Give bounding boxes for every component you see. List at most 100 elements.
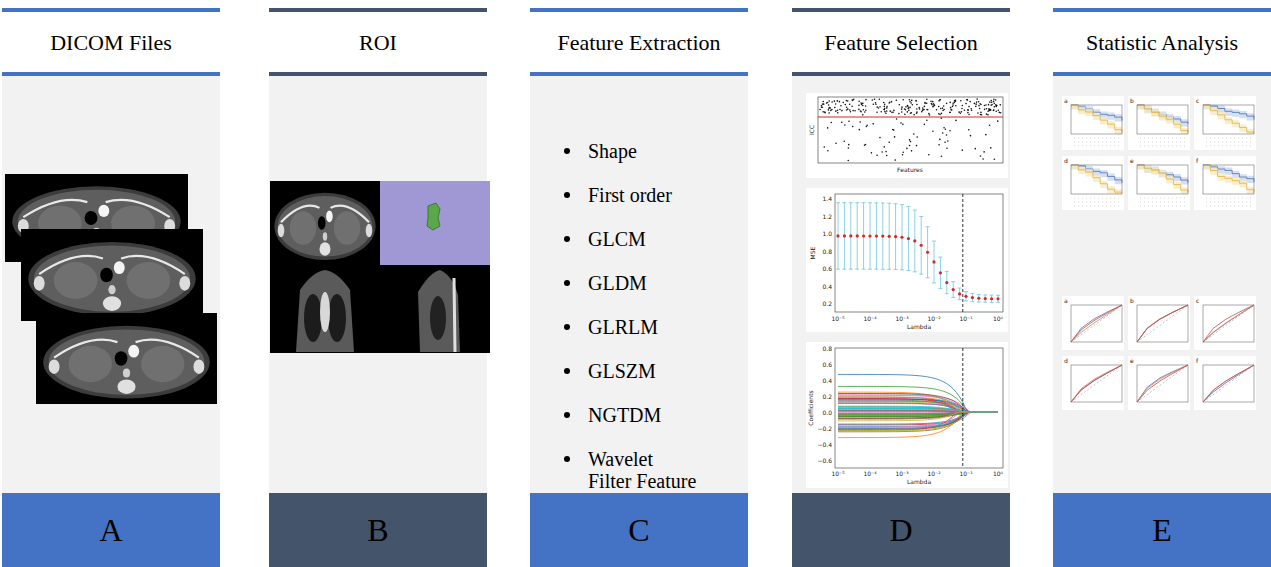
calibration-curve (1071, 365, 1122, 402)
scatter-point (924, 102, 926, 104)
survival-curve (1137, 165, 1188, 192)
shape (115, 351, 128, 366)
mse-point (875, 234, 878, 237)
shape (1194, 356, 1256, 410)
bone (121, 256, 185, 274)
scatter-point (834, 107, 836, 109)
scatter-point (926, 99, 928, 101)
scatter-point (913, 133, 915, 135)
shape (1128, 156, 1190, 210)
panel-body (792, 76, 1010, 493)
shape (380, 265, 490, 353)
scatter-point (908, 107, 910, 109)
feature-item: GLSZM (588, 360, 700, 382)
coefficient-path (838, 409, 998, 412)
scatter-point (861, 103, 863, 105)
scatter-point (995, 99, 997, 101)
shape (278, 224, 285, 237)
shape (270, 265, 380, 353)
ct-slice (270, 181, 380, 265)
panel-column: Statistic AnalysisE (1053, 0, 1271, 567)
mse-point (862, 234, 865, 237)
scatter-point (866, 126, 868, 128)
coefficient-path (838, 397, 998, 412)
scatter-point (862, 109, 864, 111)
axis-label: −0.2 (817, 425, 832, 432)
axis-label: 1.4 (822, 195, 832, 202)
shape (1194, 296, 1256, 350)
confidence-band (1203, 165, 1254, 194)
risk-row (1074, 198, 1120, 199)
scatter-point (876, 112, 878, 114)
scatter-point (907, 105, 909, 107)
axis-label: 0.2 (822, 393, 832, 400)
scatter-point (864, 144, 866, 146)
scatter-point (912, 104, 914, 106)
scatter-point (984, 105, 986, 107)
body (418, 270, 460, 352)
error-cap (932, 282, 936, 283)
scatter-point (960, 112, 962, 114)
subplot-letter: e (1130, 157, 1134, 164)
risk-row (1140, 146, 1186, 147)
risk-row (1074, 202, 1120, 203)
error-cap (842, 202, 846, 203)
scatter-point (926, 109, 928, 111)
shape (366, 224, 373, 237)
scatter-point (878, 107, 880, 109)
header-rule (1053, 72, 1271, 76)
bone (281, 206, 320, 223)
coefficient-path (838, 393, 998, 412)
calibration-plot (1062, 356, 1124, 410)
shape (85, 211, 98, 225)
coefficient-path (838, 412, 998, 416)
panel-frames (2, 8, 1271, 493)
scatter-point (851, 106, 853, 108)
sagittal-view (380, 265, 490, 353)
scatter-point (874, 98, 876, 100)
scatter-point (985, 134, 987, 136)
error-cap (945, 271, 949, 272)
calibration-curve (1137, 365, 1188, 402)
mse-point (990, 297, 993, 300)
scatter-point (934, 105, 936, 107)
scatter-point (854, 110, 856, 112)
scatter-point (822, 111, 824, 113)
scatter-point (907, 111, 909, 113)
scatter-point (995, 105, 997, 107)
scatter-point (879, 98, 881, 100)
letter-box: A (2, 493, 220, 567)
error-cap (964, 301, 968, 302)
scatter-point (951, 109, 953, 111)
shape (21, 229, 203, 321)
coefficient-path (838, 412, 998, 429)
scatter-point (936, 109, 938, 111)
coefficient-path (838, 407, 998, 412)
coefficient-path (838, 412, 998, 417)
step-letter: A (2, 512, 220, 548)
axes-frame (1071, 305, 1122, 342)
scatter-point (954, 100, 956, 102)
axis-label: 1.0 (822, 230, 832, 237)
scatter-point (829, 107, 831, 109)
calibration-curve (1071, 365, 1122, 402)
step-letter: C (530, 512, 748, 548)
mse-point (945, 281, 948, 284)
shape (430, 296, 446, 340)
top-bar (530, 8, 748, 12)
scatter-point (940, 108, 942, 110)
scatter-point (908, 109, 910, 111)
scatter-point (909, 145, 911, 147)
mse-point (907, 237, 910, 240)
scatter-point (977, 112, 979, 114)
bone (136, 340, 199, 358)
scatter-point (884, 103, 886, 105)
scatter-point (946, 103, 948, 105)
coefficient-path (838, 403, 998, 412)
scatter-point (968, 114, 970, 116)
calibration-plot (1128, 296, 1190, 350)
scatter-point (989, 109, 991, 111)
scatter-point (921, 111, 923, 113)
coefficient-path (838, 412, 998, 438)
survival-plot (1128, 156, 1190, 210)
